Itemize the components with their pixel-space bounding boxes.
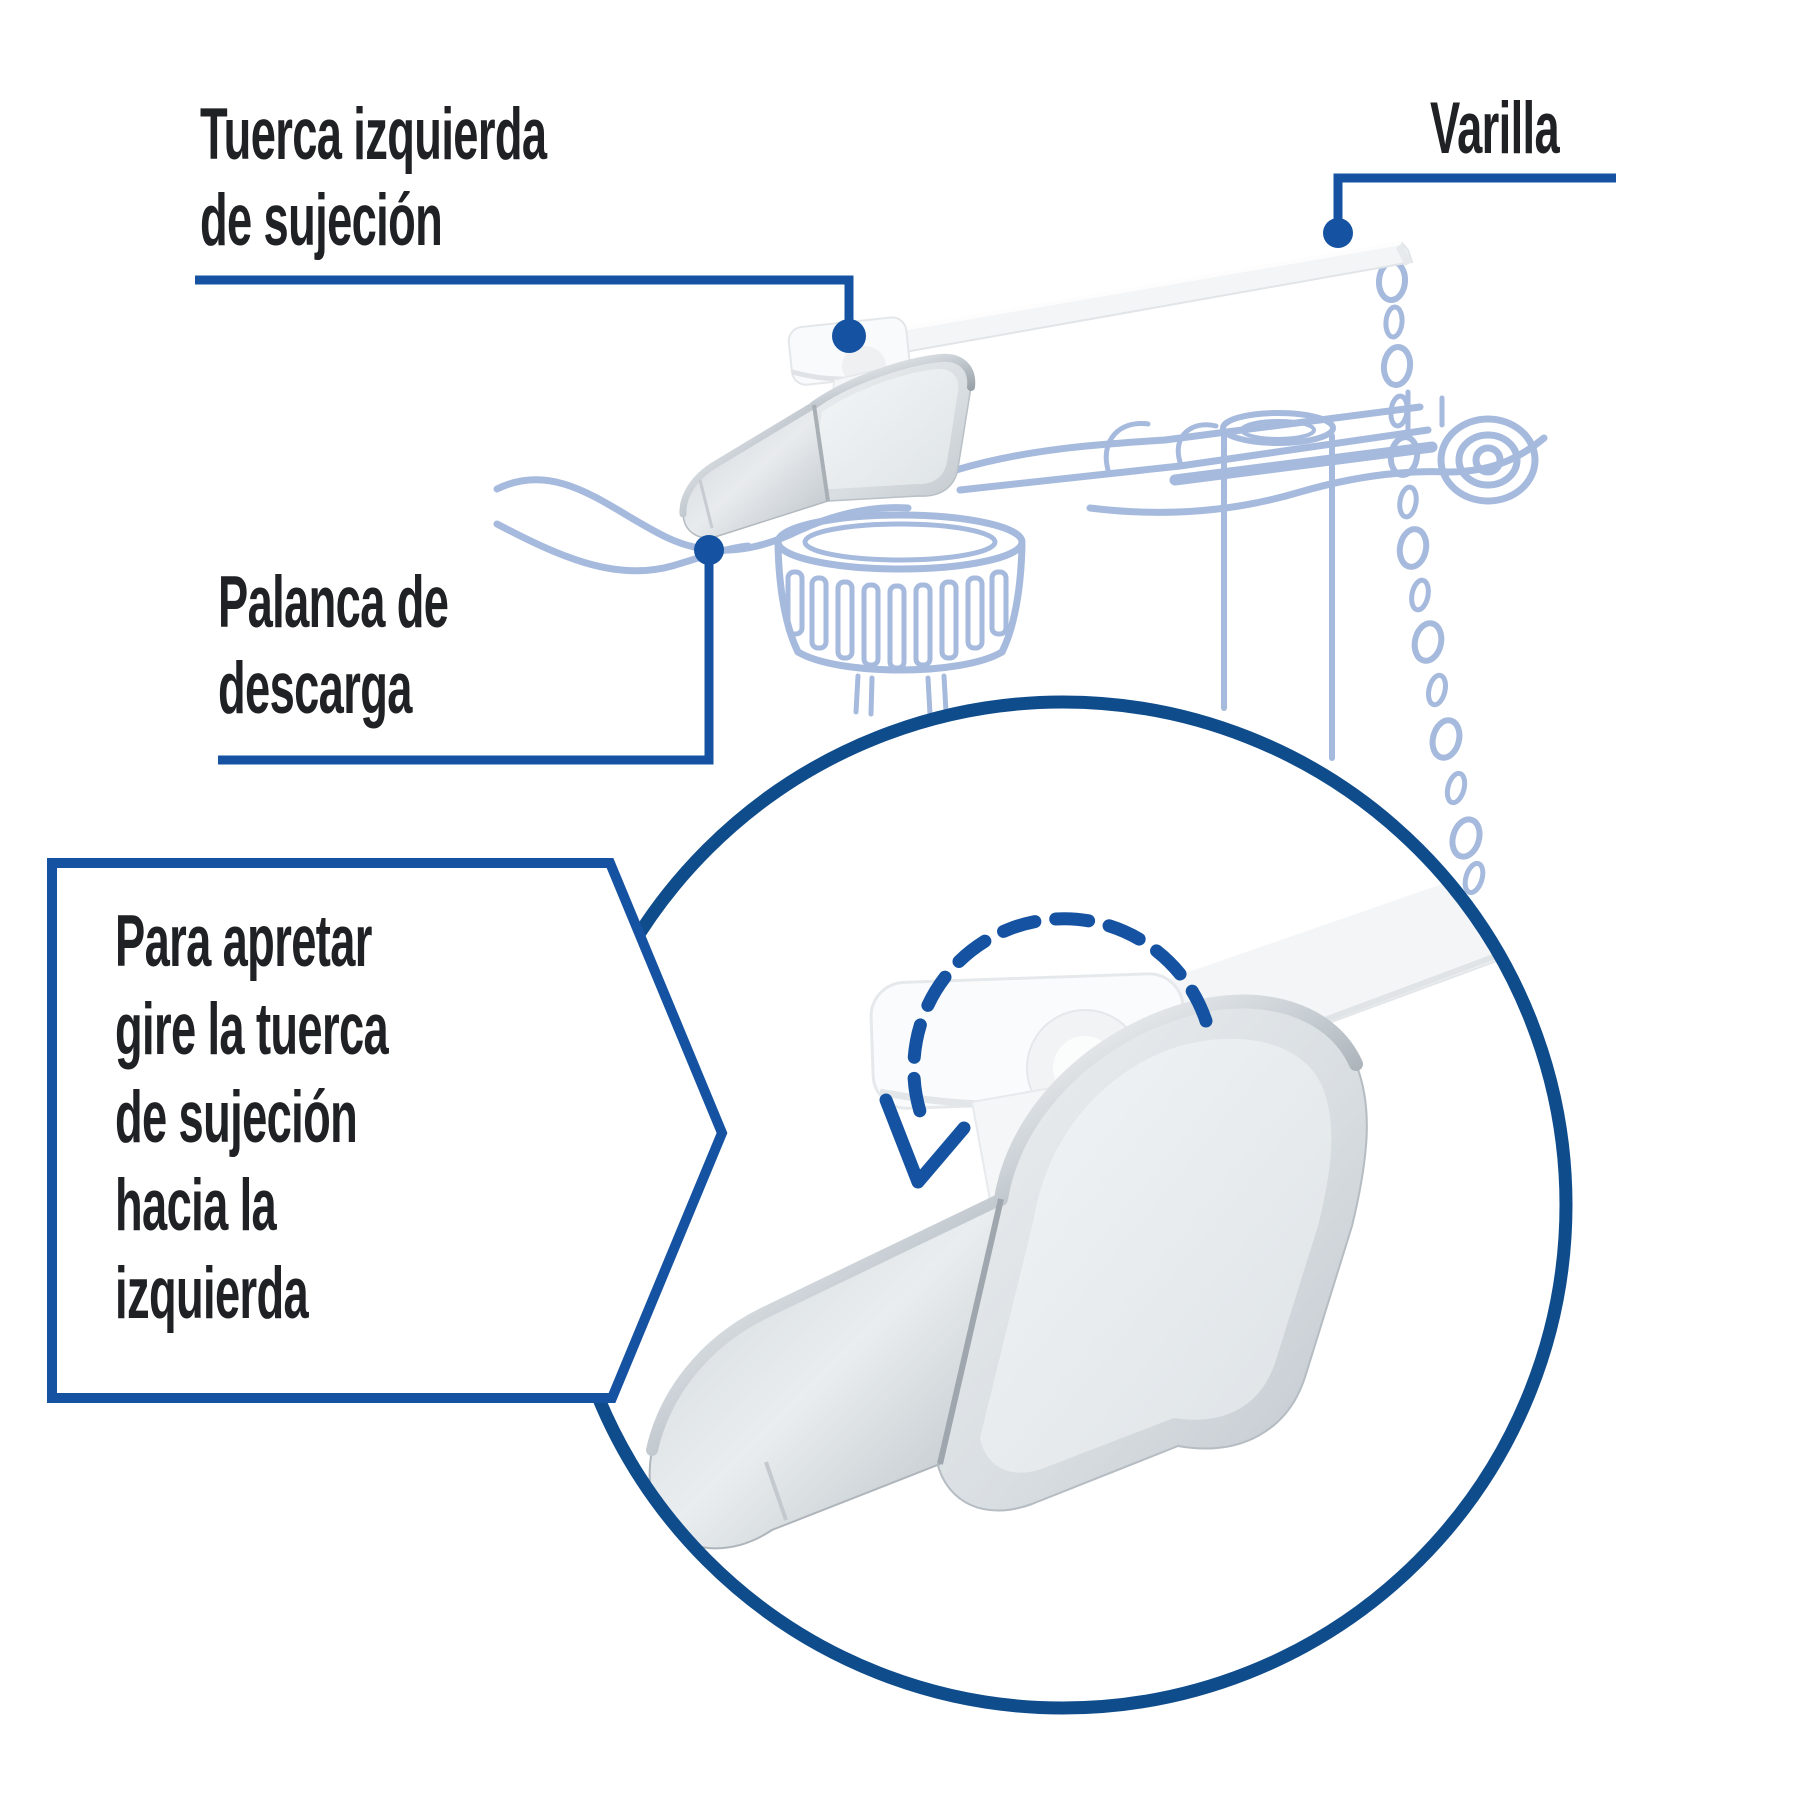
flush-lever-small xyxy=(679,241,1414,539)
callout-line-5: izquierda xyxy=(115,1253,309,1334)
float-arm-top xyxy=(952,403,1424,474)
fill-valve-cap-outer xyxy=(1437,415,1539,505)
label-palanca-line2: descarga xyxy=(218,648,412,729)
leader-dot-tuerca xyxy=(832,319,866,353)
callout-box xyxy=(47,858,728,1403)
callout-line-3: de sujeción xyxy=(115,1077,358,1158)
leader-tuerca xyxy=(195,275,854,330)
callout-line-1: Para apretar xyxy=(115,901,372,982)
leader-dot-varilla xyxy=(1323,218,1353,248)
fill-valve-cap-mid xyxy=(1455,431,1521,489)
callout-text: Para apretar gire la tuerca de sujeción … xyxy=(115,898,389,1338)
label-tuerca-line2: de sujeción xyxy=(200,180,443,261)
label-palanca-descarga: Palanca de descarga xyxy=(218,560,449,732)
leader-dot-palanca xyxy=(694,535,724,565)
chrome-handle-face-large xyxy=(980,1038,1332,1473)
callout-line-2: gire la tuerca xyxy=(115,989,389,1070)
fill-valve-cap-inner xyxy=(1472,444,1504,476)
handle-seam-large xyxy=(937,1198,1004,1465)
overflow-tube-icon xyxy=(1220,410,1336,761)
float-arm-mid xyxy=(956,426,1432,494)
leader-varilla xyxy=(1333,173,1616,226)
rod-highlight xyxy=(895,241,1403,332)
callout-line-4: hacia la xyxy=(115,1165,277,1246)
chrome-rim-small xyxy=(810,353,976,409)
label-tuerca-line1: Tuerca izquierda xyxy=(200,94,547,175)
ribbed-nut-icon xyxy=(774,511,1026,717)
counterclockwise-arrow-icon xyxy=(879,912,1213,1189)
label-varilla: Varilla xyxy=(1430,88,1560,169)
label-tuerca-izquierda: Tuerca izquierda de sujeción xyxy=(200,92,547,264)
lift-hook-1 xyxy=(1103,421,1151,473)
chain-icon xyxy=(1375,259,1486,896)
handle-seam-small xyxy=(812,404,830,502)
chrome-rim-large xyxy=(994,994,1363,1206)
wedge-rim-large xyxy=(646,1193,1007,1456)
lift-rod-small xyxy=(894,241,1414,354)
chrome-handle-face-small xyxy=(813,368,959,489)
leader-lines xyxy=(195,173,1616,765)
tank-internals-sketch xyxy=(493,259,1548,896)
rod-endcap xyxy=(1396,243,1412,266)
wedge-rim-small xyxy=(679,401,818,518)
leader-palanca xyxy=(218,556,714,765)
label-palanca-line1: Palanca de xyxy=(218,562,449,643)
handle-crease-small xyxy=(698,479,714,529)
lift-hook-2 xyxy=(1175,422,1219,465)
handle-crease-large xyxy=(764,1461,788,1521)
